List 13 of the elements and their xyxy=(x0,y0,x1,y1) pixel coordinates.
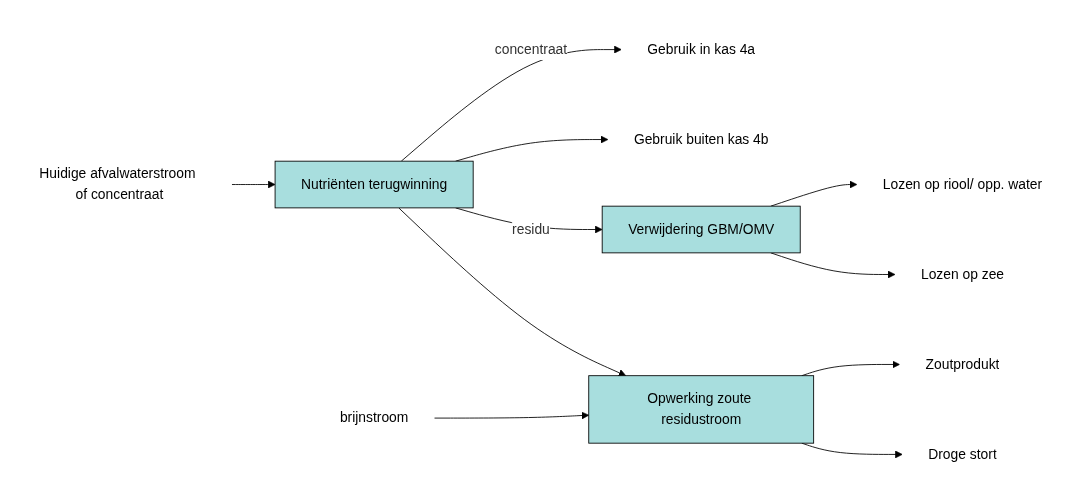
node-text: Gebruik buiten kas 4b xyxy=(633,131,769,147)
node-box: Opwerking zoute residustroom xyxy=(588,375,815,444)
node-text: Droge stort xyxy=(928,446,997,462)
node-text: Huidige afvalwaterstroom of concentraat xyxy=(39,166,196,202)
node-text: Lozen op zee xyxy=(920,266,1005,282)
node-text: Gebruik in kas 4a xyxy=(647,41,756,57)
edge-label: residu xyxy=(512,221,550,237)
edge-label: concentraat xyxy=(494,41,568,57)
node-text: Zoutprodukt xyxy=(925,356,1000,372)
node-text: brijnstroom xyxy=(339,410,409,426)
node-box: Nutriënten terugwinning xyxy=(274,160,474,209)
node-text: Lozen op riool/ opp. water xyxy=(882,176,1043,192)
node-box: Verwijdering GBM/OMV xyxy=(601,205,801,254)
